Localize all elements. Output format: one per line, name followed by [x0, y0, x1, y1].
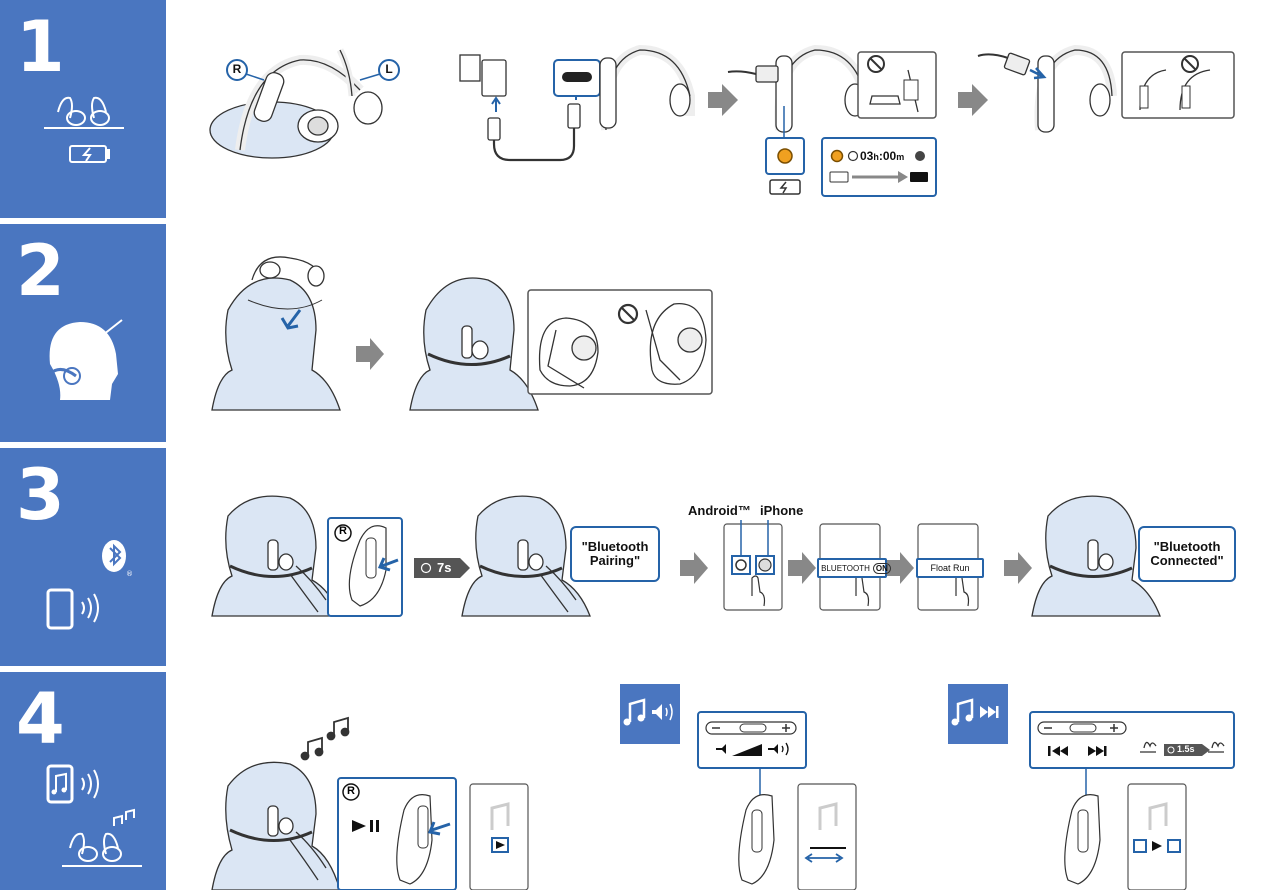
step-panel-3: 3 ®	[0, 448, 166, 666]
left-marker: L	[385, 62, 393, 76]
hold-time-1-5s: 1.5s	[1177, 744, 1195, 754]
bluetooth-toggle-label: BLUETOOTH	[821, 563, 870, 573]
step-panel-4: 4	[0, 672, 166, 890]
iphone-label: iPhone	[760, 503, 804, 518]
step-number-1: 1	[16, 6, 65, 88]
head-wear-icon	[48, 319, 123, 400]
r-marker-3: R	[339, 525, 347, 537]
earbuds-charge-icon	[44, 96, 124, 163]
timer-hours: 03	[860, 149, 874, 163]
android-label: Android™	[688, 503, 751, 518]
bluetooth-phone-icon: ®	[46, 540, 133, 630]
hold-time-7s: 7s	[437, 560, 452, 575]
timer-minutes: 00	[882, 149, 897, 163]
bluetooth-toggle-state: ON	[872, 562, 891, 574]
step-panel-1: 1	[0, 0, 166, 218]
device-float-run[interactable]: Float Run	[916, 558, 984, 578]
timer-minutes-unit: m	[896, 152, 905, 162]
right-marker: R	[232, 62, 242, 76]
svg-text:®: ®	[126, 570, 133, 578]
step-number-3: 3	[16, 454, 65, 536]
bluetooth-pairing-bubble: "Bluetooth Pairing"	[570, 526, 660, 582]
music-earbuds-icon	[46, 764, 142, 867]
step-number-2: 2	[16, 230, 65, 312]
timer-hours-unit: h	[873, 152, 879, 162]
step-number-4: 4	[16, 678, 65, 760]
bluetooth-connected-bubble: "Bluetooth Connected"	[1138, 526, 1236, 582]
bluetooth-toggle[interactable]: BLUETOOTH ON	[817, 558, 891, 578]
r-marker-4: R	[347, 785, 355, 797]
step-panel-2: 2	[0, 224, 166, 442]
charge-time-readout: 03h:00m	[860, 149, 905, 163]
